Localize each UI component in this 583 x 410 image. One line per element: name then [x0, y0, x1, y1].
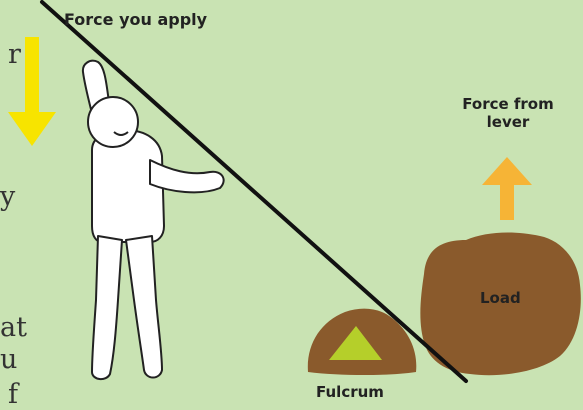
cropped-text-line3: at [0, 313, 27, 343]
cropped-text-line5: f [8, 380, 18, 410]
cropped-text-line4: u [0, 345, 17, 375]
load-label: Load [480, 289, 521, 307]
force-from-lever-line2: lever [448, 113, 568, 131]
cropped-text-line1: r [8, 40, 21, 70]
force-from-lever-line1: Force from [448, 95, 568, 113]
fulcrum-label: Fulcrum [316, 383, 384, 401]
person-figure [83, 61, 224, 379]
cropped-text-line2: y [0, 182, 15, 212]
force-you-apply-label: Force you apply [64, 11, 207, 29]
lever-force-arrow [482, 157, 532, 220]
force-from-lever-label: Force from lever [448, 95, 568, 131]
